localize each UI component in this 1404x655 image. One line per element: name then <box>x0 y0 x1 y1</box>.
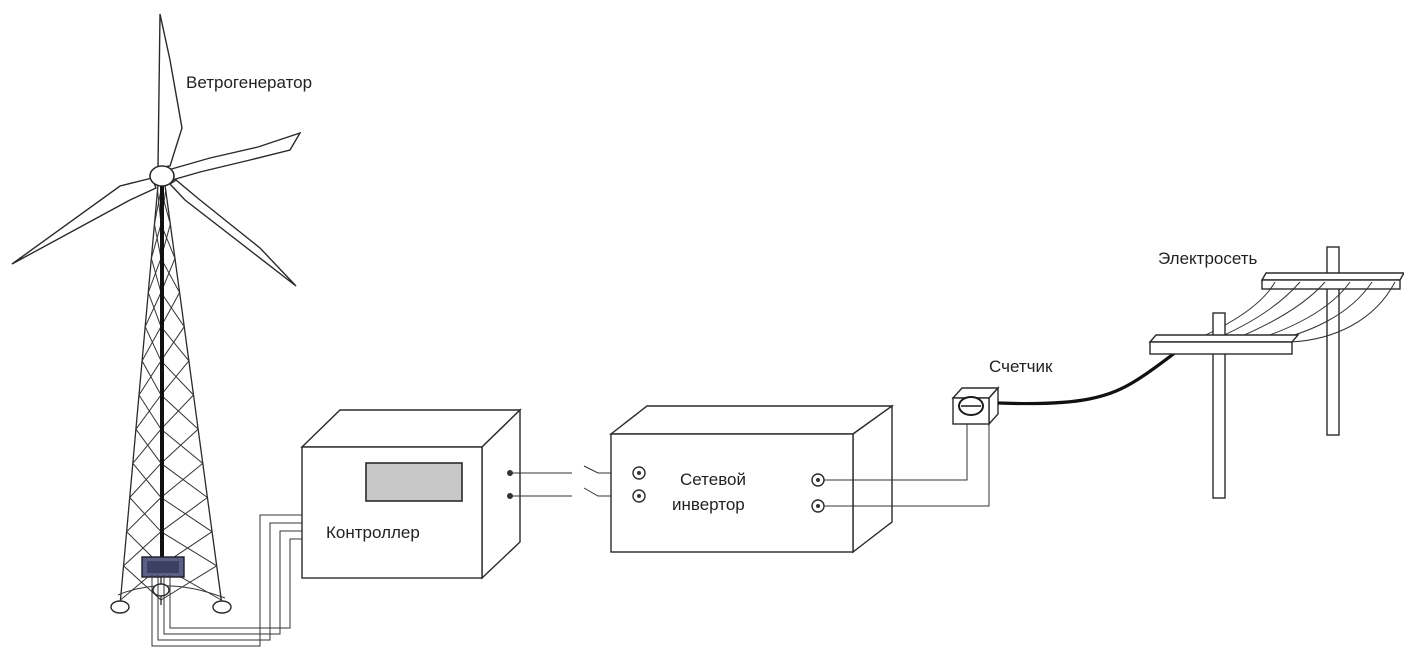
inverter-label-line1: Сетевой <box>680 470 746 489</box>
blade-top <box>157 13 183 169</box>
meter-icon <box>951 386 1000 426</box>
lattice-brace <box>160 292 185 327</box>
wind-turbine-icon <box>11 13 302 614</box>
inverter-label-line2: инвертор <box>672 495 745 514</box>
inverter-box-icon <box>608 404 895 554</box>
inverter-front <box>610 433 854 553</box>
tower-lattice <box>119 184 223 606</box>
lattice-brace <box>144 326 162 362</box>
inverter-meter-wires <box>824 420 990 507</box>
controller-display <box>365 462 463 502</box>
lattice-brace <box>141 326 162 362</box>
tower-base-arc <box>117 585 226 599</box>
wind-generator-label: Ветрогенератор <box>186 73 312 92</box>
controller-terminal-bottom <box>507 493 513 499</box>
controller-terminal-top <box>507 470 513 476</box>
lattice-brace <box>160 462 204 498</box>
meter-label: Счетчик <box>989 357 1053 376</box>
lattice-brace <box>129 462 162 498</box>
blade-left <box>11 177 157 265</box>
lattice-brace <box>150 258 162 293</box>
lattice-brace <box>160 326 190 362</box>
crossarm-back <box>1261 279 1401 290</box>
blade-right <box>167 131 302 181</box>
pole-back <box>1326 246 1340 436</box>
lattice-brace <box>141 360 162 396</box>
crossarm-front <box>1149 341 1293 355</box>
controller-label: Контроллер <box>326 523 420 542</box>
lattice-brace <box>153 189 162 225</box>
tower-foot-right <box>212 600 232 614</box>
lattice-brace <box>138 394 162 430</box>
inverter-top <box>608 405 895 435</box>
lattice-brace <box>160 360 190 396</box>
lattice-brace <box>126 497 162 533</box>
lattice-brace <box>160 394 194 430</box>
lattice-brace <box>147 292 162 327</box>
lattice-brace <box>147 258 162 293</box>
turbine-controller-cables <box>151 514 302 647</box>
lattice-brace <box>160 531 217 567</box>
pole-front <box>1212 312 1226 499</box>
lattice-brace <box>135 394 162 430</box>
blade-bottom <box>168 179 297 287</box>
lattice-brace <box>144 292 162 327</box>
meter-grid-cable <box>997 340 1191 406</box>
lattice-brace <box>160 428 199 464</box>
lattice-brace <box>150 224 162 259</box>
lattice-brace <box>135 428 162 464</box>
lattice-brace <box>132 463 162 498</box>
lattice-brace <box>153 224 162 259</box>
tower-foot-left <box>110 600 130 614</box>
lattice-brace <box>160 258 181 293</box>
power-pole-icon <box>1148 246 1404 499</box>
lattice-brace <box>132 428 162 464</box>
tower-foot-center <box>152 583 170 597</box>
lattice-brace <box>160 462 208 498</box>
lattice-brace <box>129 497 162 533</box>
lattice-brace <box>160 360 194 396</box>
lattice-brace <box>160 428 204 464</box>
lattice-brace <box>123 531 162 567</box>
lattice-brace <box>160 292 181 327</box>
grid-label: Электросеть <box>1158 249 1258 268</box>
generator-box-inner <box>147 561 179 573</box>
lattice-brace <box>160 497 208 533</box>
rotor-hub <box>149 165 175 187</box>
lattice-brace <box>160 326 185 362</box>
lattice-brace <box>160 497 213 533</box>
lattice-brace <box>138 360 162 396</box>
lattice-brace <box>160 394 199 430</box>
controller-box-icon <box>300 408 522 580</box>
